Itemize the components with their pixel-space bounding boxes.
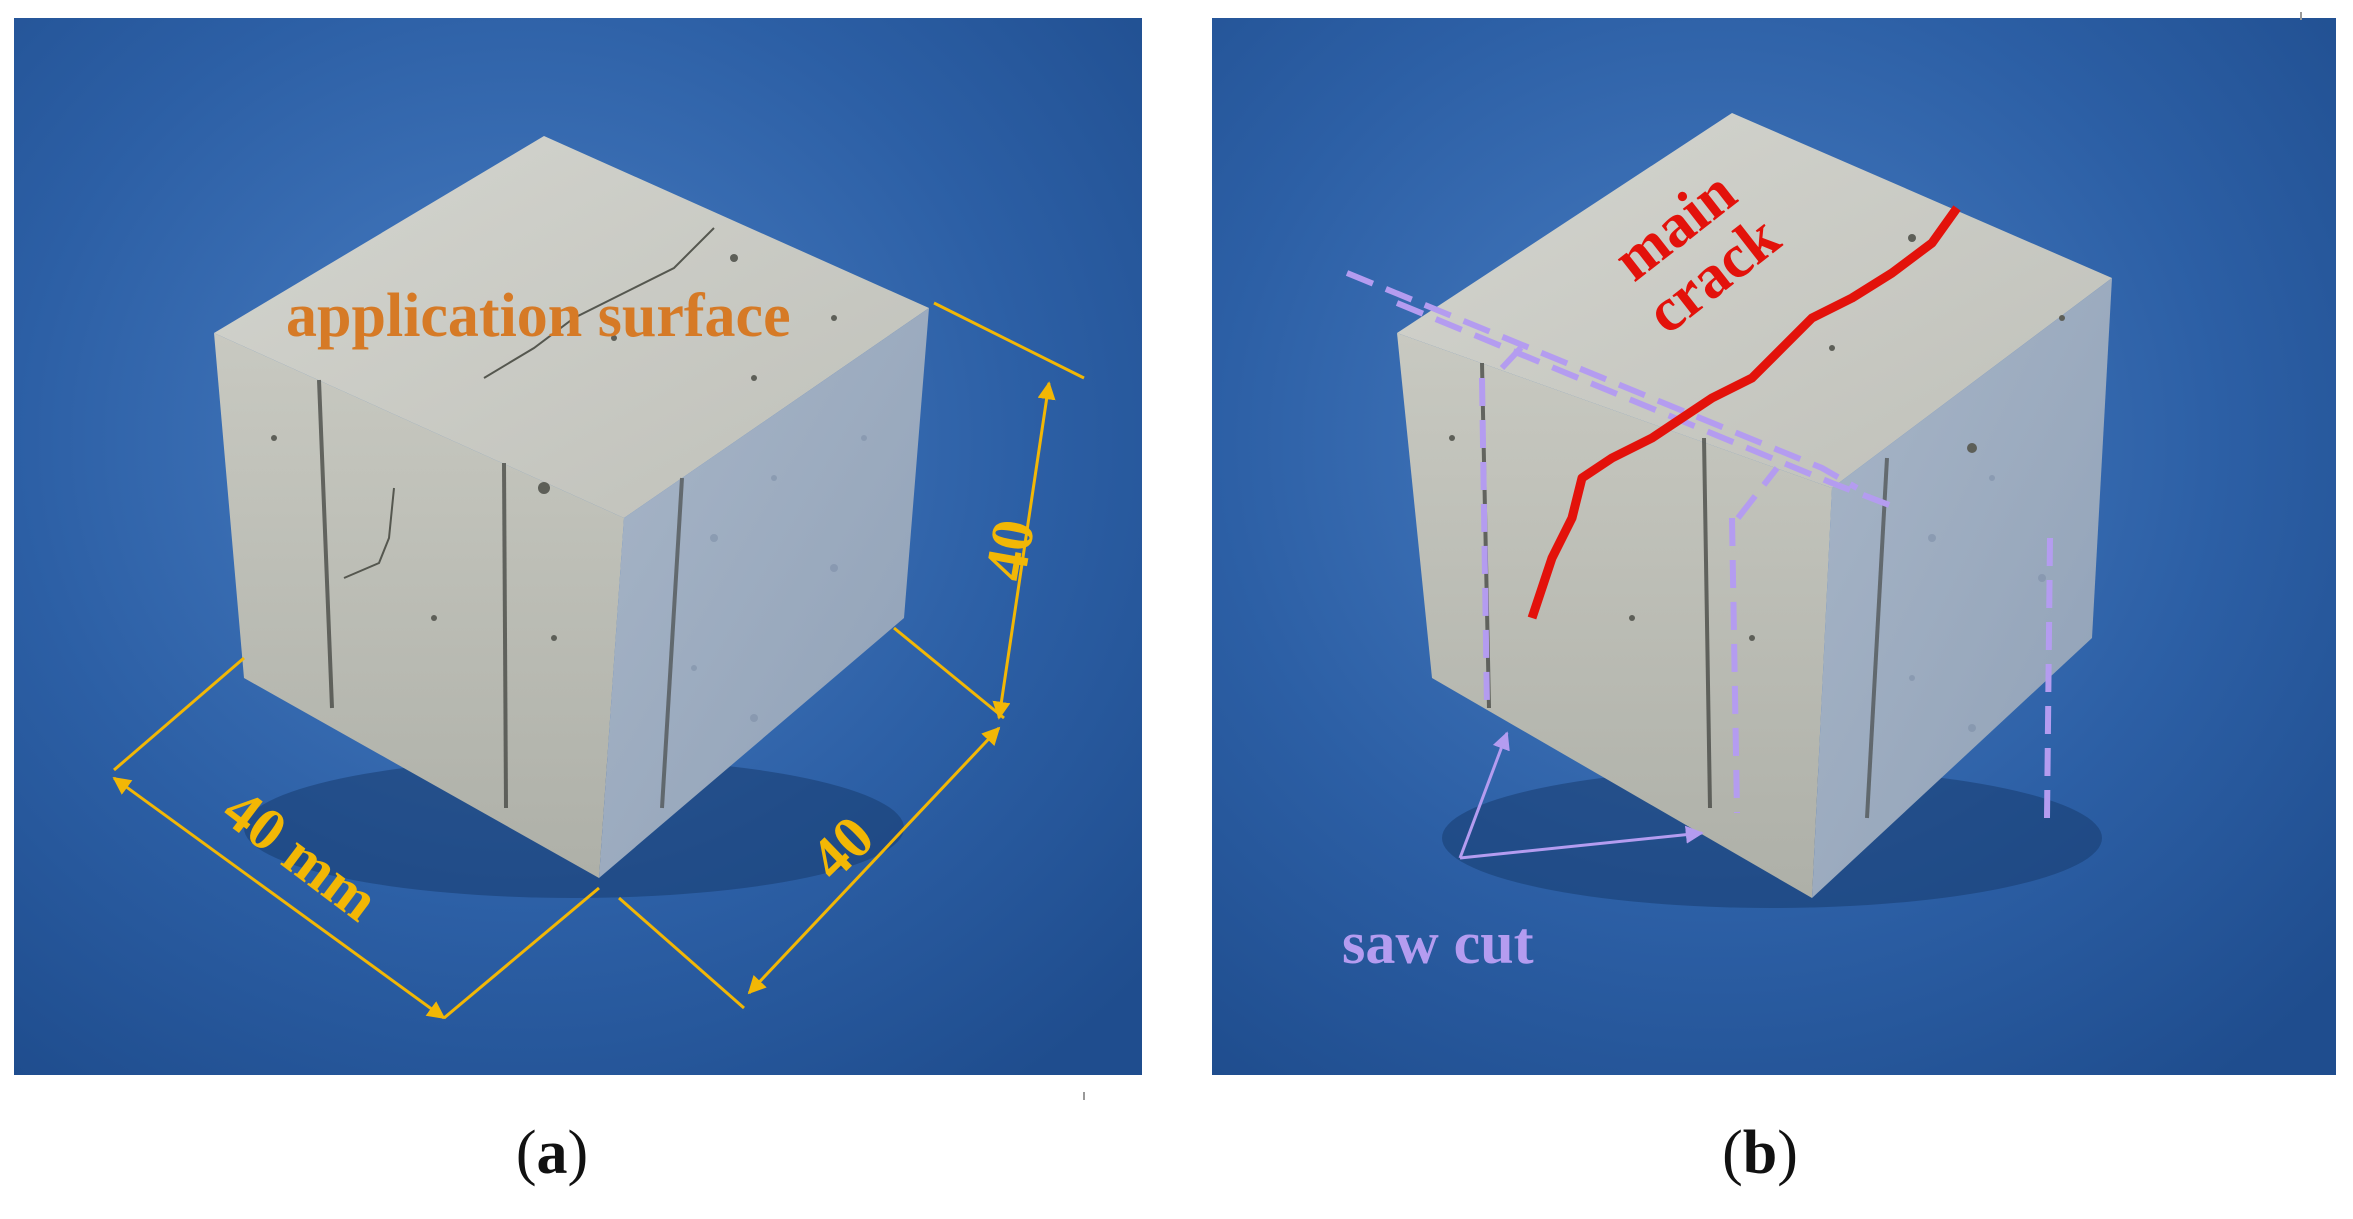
dimension-arrow-height [992,381,1056,720]
cube-side-face [599,308,929,878]
saw-cut-arrow [1459,825,1704,860]
cube-top-face [1397,113,2112,488]
extension-line [113,656,245,772]
cube-photo-b: main crack saw cut [1212,18,2336,1075]
saw-cut-lines [1345,270,2053,819]
extension-line [893,626,1005,720]
caption-a: (a) [515,1119,589,1187]
main-crack-line [1527,205,1961,620]
extension-line [933,301,1085,380]
dimension-label-height: 40 [972,515,1047,586]
cube-photo-a: application surface 40 mm 40 40 [14,18,1142,1075]
photo-panel-b: main crack saw cut [1212,18,2336,1075]
cube-top-face [214,136,929,518]
photo-panel-a: application surface 40 mm 40 40 [14,18,1142,1075]
application-surface-label: application surface [286,282,791,350]
caption-b: (b) [1722,1119,1798,1187]
saw-cut-arrow [1458,731,1510,859]
extension-line [443,886,600,1020]
cube-side-face [1812,278,2112,898]
cube-front-face [1397,333,1832,898]
extension-line [618,896,745,1010]
saw-cut-label: saw cut [1342,910,1534,976]
dimension-arrow-front [112,776,446,1020]
cube-front-face [214,333,624,878]
dimension-arrow-side [747,726,1001,995]
